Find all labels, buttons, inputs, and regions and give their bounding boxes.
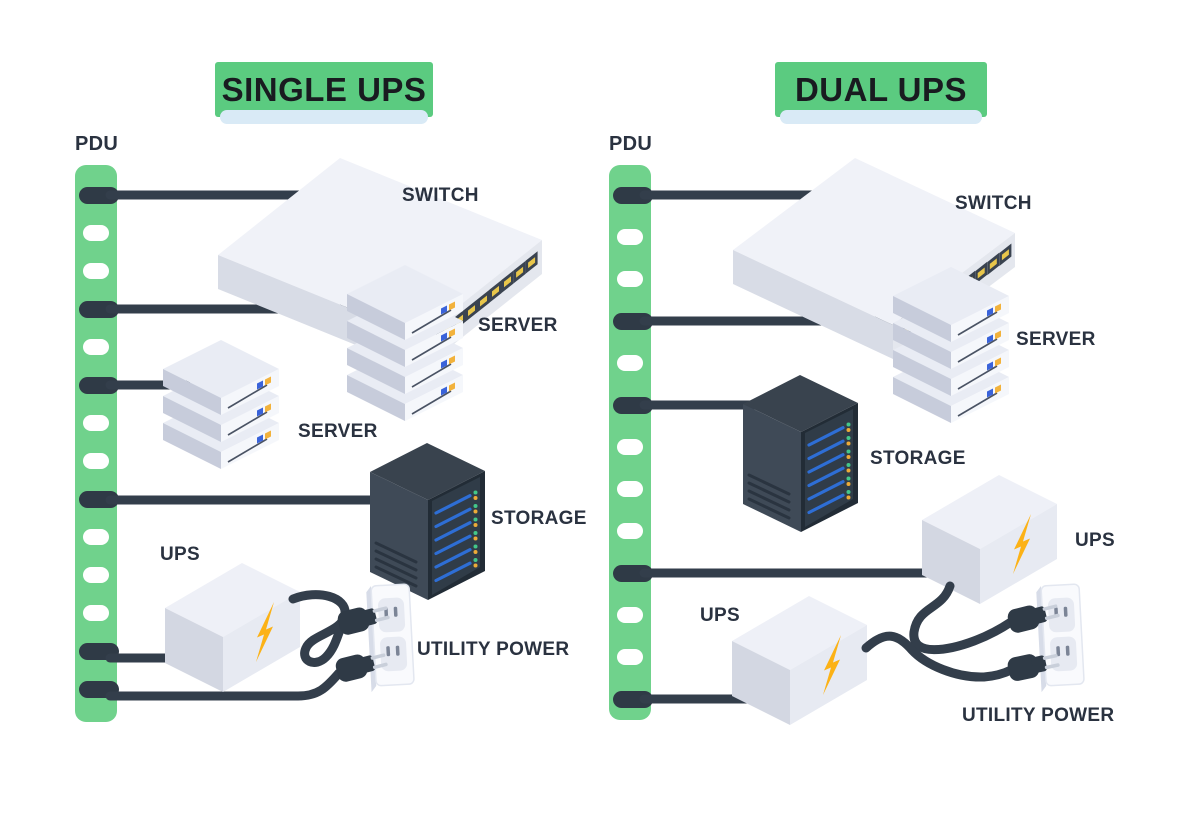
- cable-ups-outlet: [909, 581, 1016, 655]
- storage-illustration: [368, 441, 487, 602]
- title-badge-single-ups: SINGLE UPS: [215, 62, 433, 124]
- storage-illustration: [741, 373, 860, 534]
- cable-pdu-outlet: [105, 668, 344, 701]
- server-label: SERVER: [478, 315, 558, 336]
- pdu-outlet-empty: [83, 566, 109, 583]
- pdu-outlet-empty: [83, 604, 109, 621]
- pdu-outlet-empty: [83, 452, 109, 469]
- pdu-outlet-empty: [617, 606, 643, 623]
- cable-ups-outlet: [861, 631, 1016, 682]
- ups-illustration: [922, 475, 1057, 604]
- server-stack-illustration: [162, 339, 280, 470]
- ups-label: UPS: [160, 544, 200, 565]
- pdu-outlet-empty: [617, 228, 643, 245]
- server-label: SERVER: [298, 421, 378, 442]
- pdu-outlet-empty: [617, 480, 643, 497]
- ups-label: UPS: [700, 605, 740, 626]
- pdu-outlet-empty: [83, 528, 109, 545]
- wall-outlet-illustration: [1035, 583, 1086, 693]
- wall-outlet-illustration: [365, 583, 416, 693]
- pdu-outlet-empty: [83, 414, 109, 431]
- pdu-outlet-empty: [617, 438, 643, 455]
- switch-label: SWITCH: [955, 193, 1032, 214]
- title-badge-dual-ups: DUAL UPS: [775, 62, 987, 124]
- pdu-outlet-empty: [617, 354, 643, 371]
- server-label: SERVER: [1016, 329, 1096, 350]
- ups-label: UPS: [1075, 530, 1115, 551]
- utility-power-label: UTILITY POWER: [962, 705, 1115, 726]
- single-ups-panel: [105, 158, 542, 701]
- server-stack-illustration: [892, 266, 1010, 424]
- utility-power-label: UTILITY POWER: [417, 639, 570, 660]
- pdu-outlet-empty: [83, 262, 109, 279]
- switch-label: SWITCH: [402, 185, 479, 206]
- pdu-label: PDU: [75, 133, 119, 155]
- server-stack-illustration: [346, 264, 464, 422]
- pdu-outlet-empty: [617, 648, 643, 665]
- pdu-outlet-empty: [83, 338, 109, 355]
- storage-label: STORAGE: [491, 508, 587, 529]
- ups-illustration: [732, 596, 867, 725]
- ups-illustration: [165, 563, 300, 692]
- pdu-outlet-empty: [617, 522, 643, 539]
- storage-label: STORAGE: [870, 448, 966, 469]
- pdu-strip: [609, 165, 653, 720]
- power-cables: [105, 190, 400, 701]
- pdu-label: PDU: [609, 133, 653, 155]
- pdu-outlet-empty: [83, 224, 109, 241]
- pdu-outlet-empty: [617, 270, 643, 287]
- cable-ups-outlet: [288, 590, 350, 667]
- dual-ups-panel: [639, 158, 1086, 725]
